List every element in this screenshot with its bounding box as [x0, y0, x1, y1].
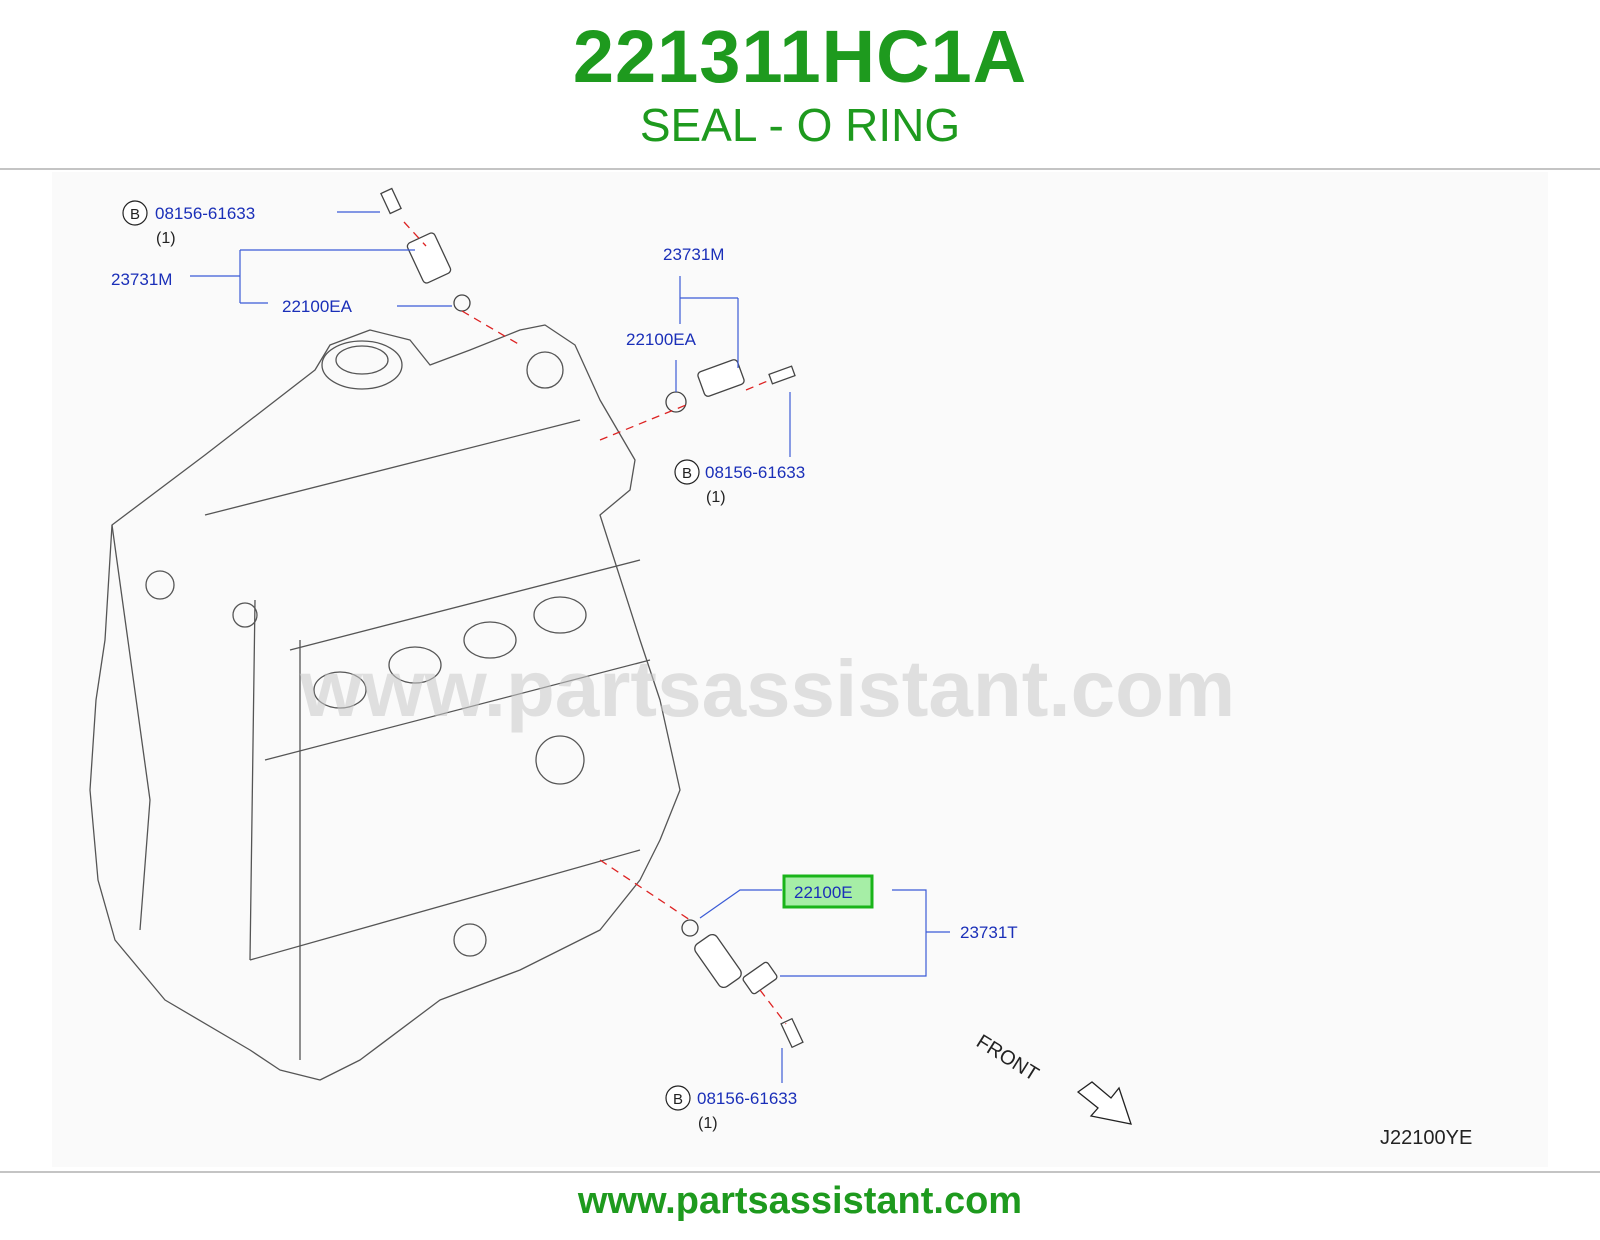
- install-line-bolt-top-right: [745, 379, 771, 391]
- oil-pump-boss: [453, 923, 487, 957]
- highlight-box-target-part: [782, 874, 874, 909]
- diagram-canvas: www.partsassistant.com B 08156-61633 (1)…: [89, 187, 1472, 1149]
- callout-oring-top-left[interactable]: 22100EA: [282, 297, 353, 316]
- callout-oring-top-right[interactable]: 22100EA: [626, 330, 697, 349]
- bolt-top-right-icon: [768, 365, 796, 385]
- footer-website-link[interactable]: www.partsassistant.com: [577, 1180, 1023, 1222]
- footer-divider: [0, 1171, 1600, 1173]
- leader-sensor-bottom: [780, 889, 950, 977]
- watermark-text: www.partsassistant.com: [299, 644, 1235, 733]
- block-ridge-line: [264, 659, 651, 761]
- oil-filler-cap: [321, 340, 403, 390]
- bolt-top-left-icon: [380, 187, 402, 215]
- badge-b-top-left-letter: B: [130, 206, 140, 223]
- cam-boss: [232, 602, 258, 628]
- qty-bolt-bottom: (1): [698, 1115, 718, 1132]
- pulley-boss: [145, 570, 175, 600]
- figure-code: J22100YE: [1380, 1127, 1472, 1149]
- callout-sensor-top-right[interactable]: 23731M: [663, 245, 724, 264]
- intake-port-3: [463, 621, 517, 659]
- bolt-bottom-icon: [780, 1017, 804, 1049]
- intake-port-1: [313, 671, 367, 709]
- install-line-bolt-bottom: [759, 989, 787, 1025]
- cylinder-head-line: [204, 419, 581, 516]
- crank-sensor-connector-icon: [742, 961, 778, 995]
- badge-b-bottom-letter: B: [673, 1091, 683, 1108]
- thermostat-boss: [526, 351, 564, 389]
- timing-cover-line: [111, 524, 301, 1060]
- cam-sensor-top-left-icon: [406, 232, 452, 284]
- leader-sensor-top-right: [679, 276, 739, 368]
- part-name-subtitle: SEAL - O RING: [639, 99, 961, 151]
- front-arrow-icon: [1076, 1081, 1132, 1125]
- badge-b-bottom: [665, 1085, 691, 1111]
- header-divider: [0, 168, 1600, 170]
- starter-boss: [535, 735, 585, 785]
- head-gasket-line: [289, 559, 641, 651]
- badge-b-top-right-letter: B: [682, 465, 692, 482]
- part-number-title: 221311HC1A: [572, 15, 1028, 98]
- crank-sensor-bottom-icon: [694, 933, 742, 989]
- install-line-sensor-top-left: [461, 310, 521, 346]
- install-line-bolt-top-left: [403, 221, 427, 247]
- oring-bottom-icon: [681, 919, 699, 937]
- leader-oring-bottom: [699, 889, 782, 919]
- oring-top-left-icon: [453, 294, 471, 312]
- install-line-sensor-top-right: [599, 404, 687, 441]
- qty-bolt-top-right: (1): [706, 489, 726, 506]
- install-line-sensor-bottom: [599, 859, 691, 921]
- page-header: 221311HC1A SEAL - O RING: [0, 0, 1600, 168]
- engine-outline: [89, 324, 681, 1081]
- front-direction-label: FRONT: [972, 1031, 1042, 1086]
- callout-sensor-bottom[interactable]: 23731T: [960, 923, 1018, 942]
- intake-port-4: [533, 596, 587, 634]
- callout-bolt-top-left[interactable]: 08156-61633: [155, 204, 255, 223]
- badge-b-top-right: [674, 459, 700, 485]
- callout-bolt-bottom[interactable]: 08156-61633: [697, 1089, 797, 1108]
- parts-diagram: www.partsassistant.com B 08156-61633 (1)…: [52, 172, 1548, 1167]
- leader-sensor-top-left: [190, 249, 415, 304]
- callout-oring-bottom-highlighted[interactable]: 22100E: [794, 883, 853, 902]
- badge-b-top-left: [122, 200, 148, 226]
- cam-sensor-top-right-icon: [697, 359, 745, 397]
- callout-sensor-top-left[interactable]: 23731M: [111, 270, 172, 289]
- oring-top-right-icon: [665, 391, 687, 413]
- qty-bolt-top-left: (1): [156, 230, 176, 247]
- block-lower-line: [249, 849, 641, 961]
- intake-port-2: [388, 646, 442, 684]
- oil-filler-cap-top: [335, 345, 389, 375]
- callout-bolt-top-right[interactable]: 08156-61633: [705, 463, 805, 482]
